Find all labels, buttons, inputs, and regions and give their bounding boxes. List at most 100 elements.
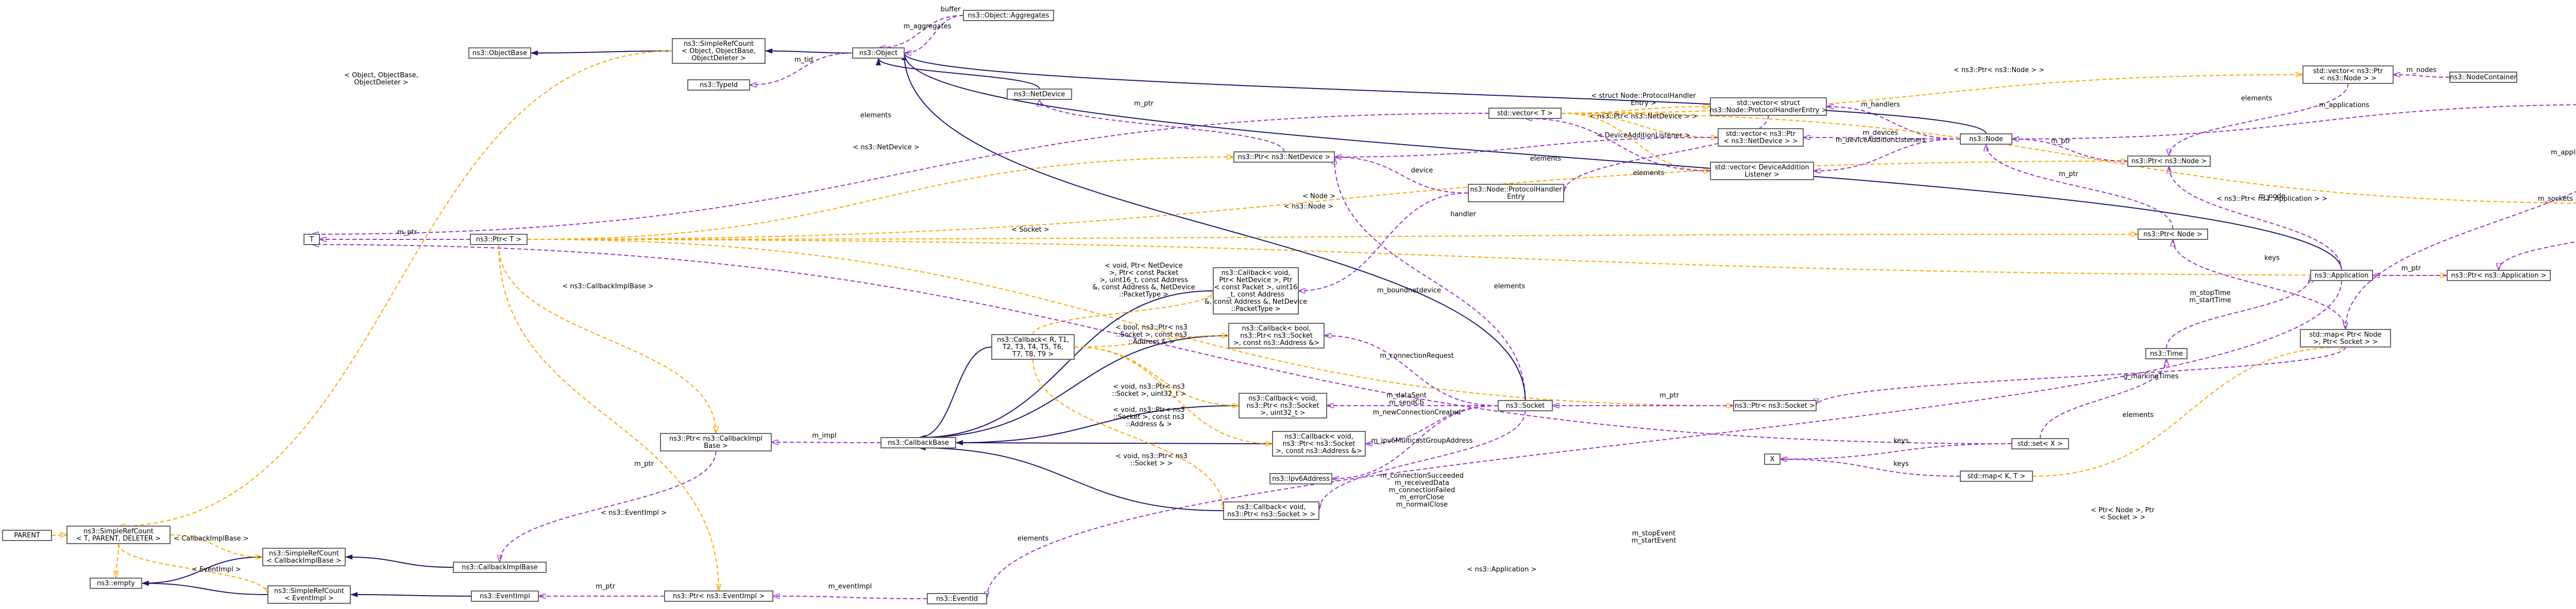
- edge-navy: [530, 50, 673, 56]
- node-map-ptr[interactable]: std::map< Ptr< Node>, Ptr< Socket > >: [2300, 329, 2391, 347]
- node-callbackimplbase[interactable]: ns3::CallbackImplBase: [453, 562, 547, 573]
- node-box: [1718, 128, 1804, 147]
- edge-label: m_ptr: [1659, 392, 1680, 399]
- node-typeid[interactable]: ns3::TypeId: [687, 79, 750, 91]
- edge-label: m_aggregates: [904, 23, 952, 30]
- node-callback-void-sock[interactable]: ns3::Callback< void,ns3::Ptr< ns3::Socke…: [1223, 501, 1319, 520]
- node-label: ns3::SimpleRefCount: [83, 528, 154, 535]
- node-label: ns3::Ptr< ns3::Socket > >: [1227, 511, 1315, 518]
- node-box: [687, 79, 750, 91]
- node-label: < ns3::NetDevice > >: [1723, 137, 1798, 145]
- node-label: ns3::TypeId: [700, 81, 738, 89]
- node-ptr-netdevice[interactable]: ns3::Ptr< ns3::NetDevice >: [1233, 151, 1335, 163]
- node-label: >, const ns3::Address &>: [1276, 447, 1362, 455]
- node-label: std::vector< struct: [1737, 99, 1800, 107]
- node-box: [453, 562, 547, 573]
- node-time[interactable]: ns3::Time: [2145, 348, 2188, 359]
- edge-orange: [2032, 347, 2346, 477]
- edge-label: elements: [1018, 535, 1049, 543]
- node-box: [660, 433, 772, 451]
- node-objectbase[interactable]: ns3::ObjectBase: [468, 47, 531, 59]
- node-callback-bool[interactable]: ns3::Callback< bool,ns3::Ptr< ns3::Socke…: [1228, 323, 1325, 349]
- node-protocolhandlerentry[interactable]: ns3::Node::ProtocolHandlerEntry: [1468, 184, 1564, 202]
- edge-orange: [1032, 290, 1213, 335]
- node-vector-ptr-netdev[interactable]: std::vector< ns3::Ptr< ns3::NetDevice > …: [1718, 128, 1804, 147]
- edge-purple: [500, 450, 717, 562]
- node-label: Base >: [704, 442, 728, 450]
- node-object[interactable]: ns3::Object: [852, 47, 905, 59]
- edge-label: m_ptr: [2051, 137, 2071, 145]
- edge-label: ObjectDeleter >: [354, 79, 408, 86]
- edge-label: g_markingTimes: [2124, 373, 2179, 380]
- node-parent[interactable]: PARENT: [2, 530, 52, 541]
- node-ptr-node-ns3[interactable]: ns3::Ptr< ns3::Node >: [2127, 155, 2211, 167]
- node-simplerefcount-cbimpl[interactable]: ns3::SimpleRefCount< CallbackImplBase >: [262, 548, 346, 566]
- node-x[interactable]: X: [1764, 454, 1781, 465]
- edge-label: m_ipv6MulticastGroupAddress: [1371, 437, 1472, 445]
- edge-purple: [1564, 115, 1769, 193]
- node-label: < T, PARENT, DELETER >: [76, 535, 161, 543]
- node-map-kt[interactable]: std::map< K, T >: [1960, 471, 2033, 482]
- node-simplerefcount-evimpl[interactable]: ns3::SimpleRefCount< EventImpl >: [267, 585, 351, 604]
- edge-label: Entry >: [1631, 99, 1656, 107]
- node-ptr-eventimpl[interactable]: ns3::Ptr< ns3::EventImpl >: [664, 590, 773, 602]
- node-box: [1468, 184, 1564, 202]
- node-callback-void-u32[interactable]: ns3::Callback< void,ns3::Ptr< ns3::Socke…: [1239, 393, 1327, 419]
- edge-label: m_node: [2259, 193, 2285, 200]
- node-callback-void-netdev[interactable]: ns3::Callback< void,Ptr< NetDevice >, Pt…: [1205, 267, 1307, 315]
- node-ptr-cbimplbase[interactable]: ns3::Ptr< ns3::CallbackImplBase >: [660, 433, 772, 451]
- node-label: ns3::Ptr< Node >: [2143, 231, 2202, 238]
- edge-purple: [2393, 75, 2450, 78]
- node-callback-rt[interactable]: ns3::Callback< R, T1,T2, T3, T4, T5, T6,…: [991, 334, 1075, 360]
- node-vector-devadd[interactable]: std::vector< DeviceAdditionListener >: [1710, 162, 1814, 180]
- node-vector-phe[interactable]: std::vector< structns3::Node::ProtocolHa…: [1710, 97, 1827, 116]
- edge-label: m_applications: [2319, 101, 2369, 109]
- node-ptr-node[interactable]: ns3::Ptr< Node >: [2138, 229, 2208, 240]
- edge-navy: [902, 53, 1987, 134]
- edge-label: m_ptr: [397, 229, 417, 236]
- node-vector-ptr-node[interactable]: std::vector< ns3::Ptr< ns3::Node > >: [2302, 65, 2394, 84]
- node-netdevice[interactable]: ns3::NetDevice: [1007, 89, 1072, 100]
- node-empty[interactable]: ns3::empty: [90, 578, 142, 589]
- node-box: [1960, 471, 2033, 482]
- node-ipv6address[interactable]: ns3::Ipv6Address: [1269, 473, 1332, 484]
- node-eventid[interactable]: ns3::EventId: [927, 593, 987, 604]
- node-t[interactable]: T: [303, 234, 320, 245]
- node-box: [2300, 329, 2391, 347]
- node-label: X: [1770, 456, 1775, 463]
- node-label: T2, T3, T4, T5, T6,: [1002, 343, 1063, 351]
- node-set-x[interactable]: std::set< X >: [2011, 438, 2069, 449]
- edge-label: buffer: [941, 6, 961, 13]
- node-callbackbase[interactable]: ns3::CallbackBase: [880, 437, 956, 448]
- edge-label: elements: [1633, 169, 1665, 177]
- edge-label: keys: [2264, 254, 2280, 262]
- edge-purple: [1803, 137, 1961, 139]
- edge-navy: [902, 53, 1526, 401]
- node-ptr-socket[interactable]: ns3::Ptr< ns3::Socket >: [1733, 400, 1817, 411]
- node-eventimpl[interactable]: ns3::EventImpl: [471, 590, 539, 602]
- node-label: ns3::empty: [97, 580, 135, 587]
- node-socket[interactable]: ns3::Socket: [1498, 400, 1553, 411]
- edge-navy: [918, 290, 1214, 440]
- node-object-aggregates[interactable]: ns3::Object::Aggregates: [963, 10, 1054, 21]
- node-simplerefcount-obj[interactable]: ns3::SimpleRefCount< Object, ObjectBase,…: [672, 38, 766, 64]
- node-callback-void-addr[interactable]: ns3::Callback< void,ns3::Ptr< ns3::Socke…: [1272, 431, 1366, 457]
- node-application[interactable]: ns3::Application: [2310, 270, 2373, 281]
- node-box: [1213, 267, 1299, 315]
- node-box: [880, 437, 956, 448]
- node-node[interactable]: ns3::Node: [1960, 133, 2012, 145]
- node-ptr-t[interactable]: ns3::Ptr< T >: [470, 234, 528, 245]
- node-label: ns3::Ptr< ns3::CallbackImpl: [669, 435, 762, 443]
- node-box: [852, 47, 905, 59]
- node-vector-t[interactable]: std::vector< T >: [1488, 108, 1562, 119]
- node-simplerefcount-t[interactable]: ns3::SimpleRefCount< T, PARENT, DELETER …: [66, 526, 171, 544]
- node-label: ns3::EventImpl: [480, 593, 530, 600]
- edge-purple: [1040, 99, 1285, 152]
- node-label: &, const Address &, NetDevice: [1205, 298, 1307, 306]
- edge-purple: [987, 280, 2342, 599]
- node-ptr-application[interactable]: ns3::Ptr< ns3::Application >: [2447, 270, 2551, 281]
- edge-orange: [527, 157, 1234, 240]
- edge-purple: [2040, 359, 2166, 439]
- node-nodecontainer[interactable]: ns3::NodeContainer: [2449, 72, 2517, 83]
